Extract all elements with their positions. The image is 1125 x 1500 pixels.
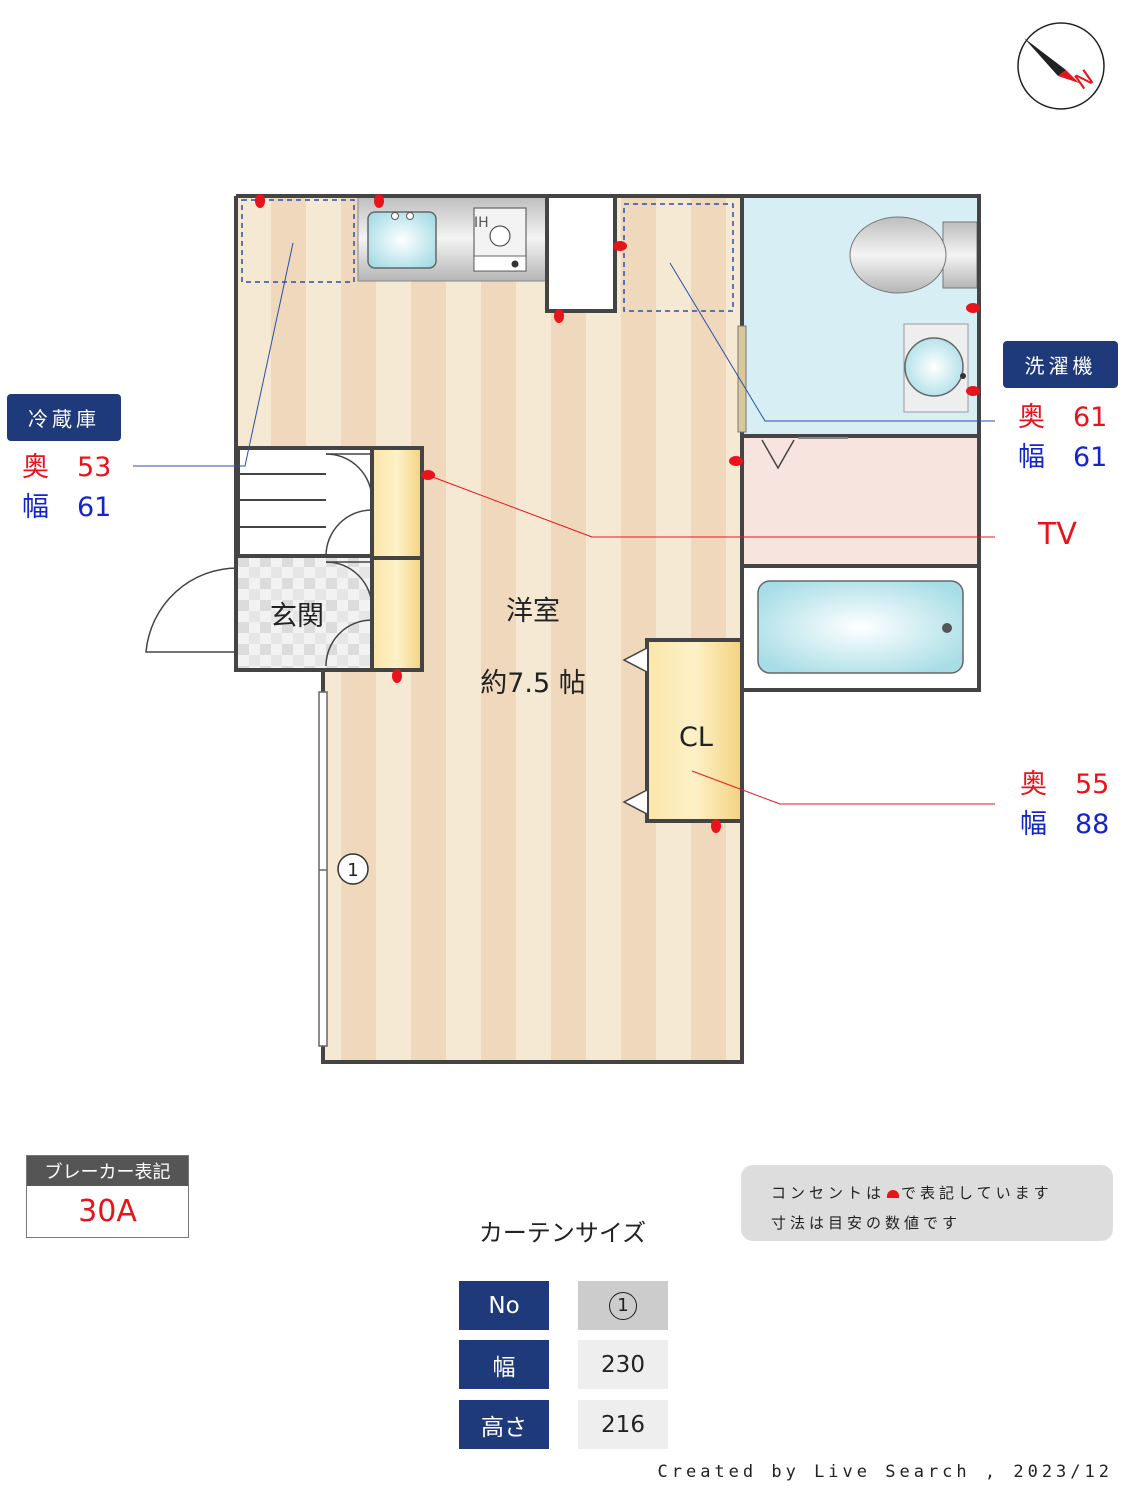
depth-label: 奥: [1020, 769, 1047, 800]
width-label: 幅: [1018, 442, 1045, 473]
sink: [367, 211, 437, 269]
fridge-dims: 奥 53 幅 61: [22, 448, 111, 528]
main-room-name: 洋室: [506, 596, 560, 627]
outlet-icon: [887, 1190, 900, 1198]
closet-depth: 55: [1075, 769, 1110, 800]
legend-note: コンセントはで表記しています 寸法は目安の数値です: [741, 1165, 1113, 1241]
curtain-title: カーテンサイズ: [478, 1219, 647, 1247]
fridge-leader: [133, 242, 294, 467]
outlet: [392, 669, 402, 683]
outlet: [966, 303, 980, 313]
closet-dims: 奥 55 幅 88: [1020, 765, 1109, 845]
curtain-marker: 1: [347, 860, 358, 881]
ih-label: IH: [474, 215, 489, 231]
curtain-value-no: 1: [578, 1281, 668, 1330]
floor-plan: IH: [133, 22, 1105, 1064]
curtain-value-width: 230: [578, 1340, 668, 1389]
depth-label: 奥: [1018, 402, 1045, 433]
closet-label: CL: [679, 722, 713, 753]
entrance-label: 玄関: [270, 601, 324, 632]
outlet: [729, 456, 743, 466]
bathroom-door[interactable]: [737, 325, 747, 433]
washer-dims: 奥 61 幅 61: [1018, 398, 1107, 478]
curtain-no-value: 1: [609, 1291, 637, 1320]
washbasin: [903, 323, 969, 413]
curtain-header-width: 幅: [459, 1340, 549, 1389]
curtain-header-height: 高さ: [459, 1400, 549, 1449]
note-line1-after: で表記しています: [901, 1184, 1053, 1202]
outlets: [255, 194, 980, 833]
closet-width: 88: [1075, 809, 1110, 840]
note-line1-before: コンセントは: [771, 1184, 886, 1202]
outlet: [255, 194, 265, 208]
note-line2: 寸法は目安の数値です: [771, 1214, 962, 1232]
fridge-tag: 冷蔵庫: [7, 394, 121, 441]
closet-leader: [691, 770, 995, 805]
outlet: [554, 309, 564, 323]
washer-space: [623, 203, 734, 312]
outlet: [374, 194, 384, 208]
dressing-floor: [742, 436, 979, 566]
outlet: [613, 241, 627, 251]
storage-shelves: [236, 446, 374, 667]
outlet: [711, 819, 721, 833]
entrance-door[interactable]: [145, 567, 239, 653]
washer-leader: [669, 262, 995, 422]
pipe-space: [545, 194, 617, 313]
fridge-width: 61: [77, 492, 112, 523]
credit-text: Created by Live Search , 2023/12: [657, 1462, 1113, 1482]
tv-label: TV: [1038, 517, 1077, 552]
curtain-header-no: No: [459, 1281, 549, 1330]
tv-leader: [429, 475, 995, 538]
width-label: 幅: [22, 492, 49, 523]
bathtub: [757, 580, 964, 674]
fridge-space: [241, 199, 355, 283]
outlet: [421, 470, 435, 480]
breaker-value: 30A: [78, 1194, 137, 1229]
breaker-title: ブレーカー表記: [27, 1156, 188, 1186]
depth-label: 奥: [22, 452, 49, 483]
washer-depth: 61: [1073, 402, 1108, 433]
compass-icon: N: [1017, 22, 1105, 110]
outlet: [966, 386, 980, 396]
width-label: 幅: [1020, 809, 1047, 840]
curtain-value-height: 216: [578, 1400, 668, 1449]
toilet: [849, 216, 978, 294]
washer-width: 61: [1073, 442, 1108, 473]
entrance-floor: [238, 556, 372, 669]
washer-tag: 洗濯機: [1003, 341, 1118, 388]
breaker-box: ブレーカー表記 30A: [26, 1155, 189, 1238]
kitchen-counter: IH: [357, 195, 547, 282]
window[interactable]: [318, 691, 328, 1047]
fridge-depth: 53: [77, 452, 112, 483]
main-room-size: 約7.5 帖: [480, 668, 586, 699]
